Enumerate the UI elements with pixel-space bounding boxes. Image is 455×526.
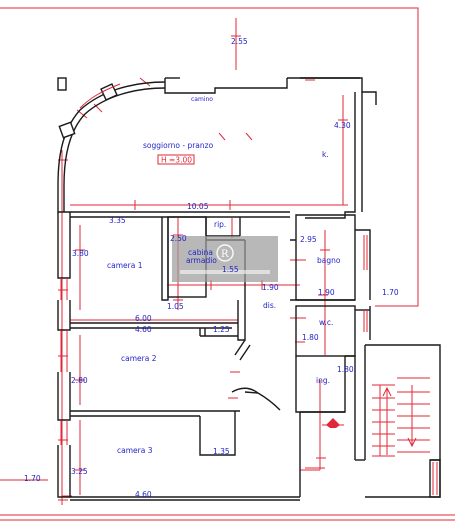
dim-1-55: 1.55 [222,265,239,274]
dim-2-55: 2.55 [231,37,248,46]
dim-4-60-top: 4.60 [135,325,152,334]
label-height: H =3.00 [161,156,192,165]
label-camera1: camera 1 [107,261,143,270]
label-cabina: cabina [188,248,213,257]
label-armadio: armadio [186,256,217,265]
dim-1-70-terrace: 1.70 [382,288,399,297]
stair-arrow-icon [382,386,417,450]
dim-10-05: 10.05 [187,202,209,211]
dim-1-25: 1.25 [213,325,230,334]
label-cucina: k. [322,150,329,159]
label-soggiorno: soggiorno - pranzo [143,141,214,150]
dim-1-80-wc: 1.80 [302,333,319,342]
dim-6-00: 6.00 [135,314,152,323]
dim-3-25: 3.25 [71,467,88,476]
dim-1-70-left: 1.70 [24,474,41,483]
label-camera3: camera 3 [117,446,153,455]
windows [60,83,438,495]
label-rip: rip. [214,220,226,229]
dim-4-60-bottom: 4.60 [135,490,152,499]
label-camera2: camera 2 [121,354,157,363]
dim-1-35: 1.35 [213,447,230,456]
dim-1-90-bagno: 1.90 [318,288,335,297]
room-labels: soggiorno - pranzo H =3.00 camino k. rip… [107,96,341,455]
dim-3-80: 3.80 [72,249,89,258]
dim-2-95: 2.95 [300,235,317,244]
dim-4-30: 4.30 [334,121,351,130]
dimension-labels: 2.55 4.30 10.05 3.35 2.50 3.80 1.55 1.90… [24,37,399,499]
label-ing: ing. [316,376,330,385]
svg-text:R: R [221,249,229,260]
height-box [157,154,195,165]
dim-2-50: 2.50 [170,234,187,243]
dim-3-35: 3.35 [109,216,126,225]
label-bagno: bagno [317,256,341,265]
measurement-lines [0,7,455,521]
dim-1-80-ing: 1.80 [337,365,354,374]
watermark-logo-icon: R [172,236,278,282]
dim-1-90-dis: 1.90 [262,283,279,292]
fireplace-icon [322,418,344,428]
label-dis: dis. [263,301,276,310]
dim-1-05: 1.05 [167,302,184,311]
dim-2-80: 2.80 [71,376,88,385]
walls [57,77,441,501]
label-camino: camino [191,96,213,103]
label-wc: w.c. [319,318,333,327]
